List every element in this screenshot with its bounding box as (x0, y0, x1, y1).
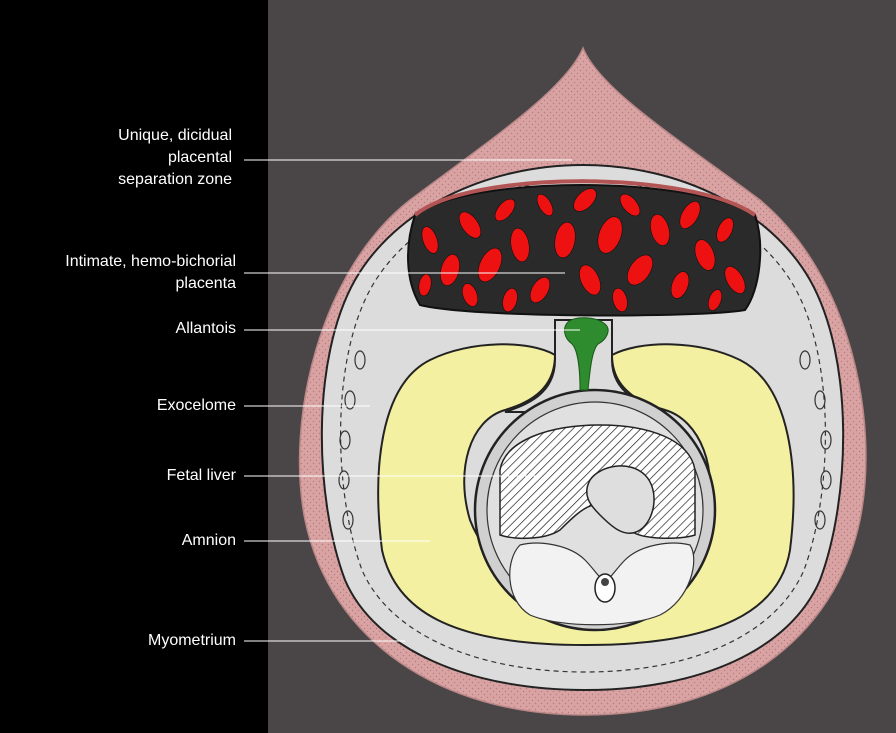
fetal-heart (586, 465, 655, 535)
label-myometrium: Myometrium (147, 632, 236, 649)
leader-lines (244, 159, 580, 642)
label-placenta: Intimate, hemo-bichorial placenta (65, 253, 236, 292)
label-allantois: Allantois (175, 320, 236, 337)
label-fetal-liver: Fetal liver (166, 467, 236, 484)
chorion-cells (338, 350, 832, 530)
fetal-vertebra (594, 573, 616, 603)
label-exocelome: Exocelome (156, 397, 236, 414)
chorion-membrane (340, 179, 826, 673)
placenta-villi (418, 188, 746, 313)
label-separation-zone: Unique, dicidual placental separation zo… (118, 127, 232, 188)
label-panel (0, 0, 268, 733)
spinal-canal (601, 578, 609, 586)
allantois (564, 317, 609, 391)
label-amnion: Amnion (181, 532, 236, 549)
placental-separation-zone (413, 179, 757, 217)
